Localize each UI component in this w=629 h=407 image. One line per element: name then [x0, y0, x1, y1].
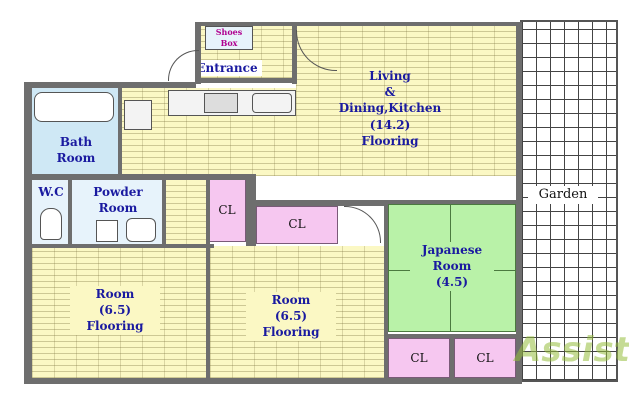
wall-japanese-top: [384, 200, 518, 204]
japanese-room-label: Japanese Room (4.5): [410, 242, 494, 291]
entrance-label: Entrance: [192, 60, 262, 77]
wall-outer-top-bath: [24, 82, 196, 88]
wall-outer-bottom: [24, 378, 520, 384]
closet-center-label: CL: [288, 217, 306, 231]
closet-bottom-right: [454, 338, 516, 378]
wall-japanese-left: [384, 200, 388, 382]
powder-label: Powder Room: [93, 185, 143, 216]
hallway: [164, 176, 208, 246]
wall-wc-powder: [68, 178, 72, 248]
refrigerator-space: [124, 100, 152, 130]
wall-powder-right: [162, 176, 166, 248]
garden-label: Garden: [528, 186, 598, 204]
living-label: Living & Dining,Kitchen (14.2) Flooring: [338, 69, 442, 148]
wall-mid-horizontal: [24, 174, 256, 180]
wall-closets-divider: [450, 334, 454, 380]
room-center-label: Room (6.5) Flooring: [246, 292, 336, 341]
assist-watermark: Assist: [515, 330, 629, 370]
closet-hall: [208, 178, 246, 242]
bathtub: [34, 92, 114, 122]
closet-bottom-left: [388, 338, 450, 378]
wall-closet-top: [246, 176, 256, 246]
closet-bottom-left-label: CL: [410, 351, 428, 365]
wall-outer-left-upper: [24, 84, 32, 382]
stove-burners: [204, 93, 238, 113]
wall-entrance-bottom: [195, 78, 297, 83]
kitchen-sink: [252, 93, 292, 113]
wall-right-lower: [518, 176, 522, 382]
shoes-box-label: Shoes Box: [215, 27, 243, 48]
wall-rooms-divider: [206, 176, 210, 382]
entrance-door-swing: [168, 50, 199, 81]
toilet: [40, 208, 62, 240]
shoes-box: [205, 26, 253, 50]
wall-entrance-right: [292, 22, 297, 84]
closet-hall-label: CL: [218, 203, 236, 217]
wc-label: W.C: [38, 185, 64, 199]
wall-rooms-top: [24, 244, 214, 248]
closet-center: [256, 206, 338, 244]
center-room-door-swing: [344, 206, 381, 243]
closet-bottom-right-label: CL: [476, 351, 494, 365]
wall-outer-top-entrance: [195, 22, 520, 26]
washbasin: [96, 220, 118, 242]
washing-machine: [126, 218, 156, 242]
bath-label: Bath Room: [56, 135, 96, 166]
room-left-label: Room (6.5) Flooring: [70, 286, 160, 335]
wall-bath-right: [118, 86, 122, 178]
wall-center-top: [246, 200, 384, 206]
